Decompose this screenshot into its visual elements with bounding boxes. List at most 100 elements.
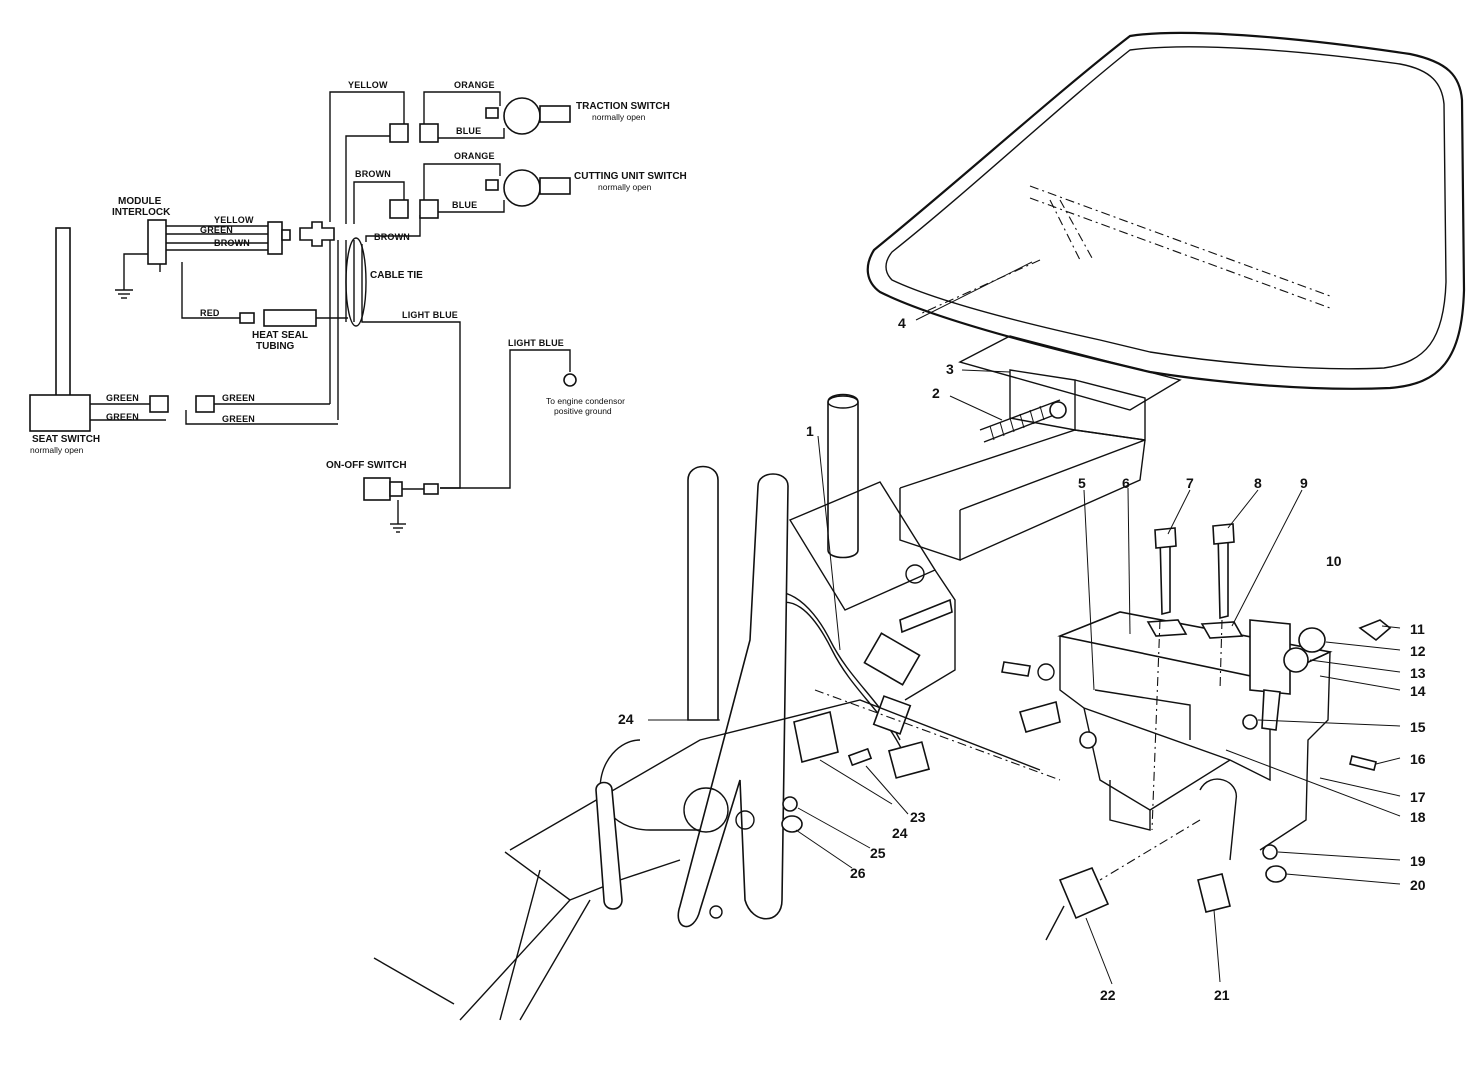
callout-2: 2 <box>932 385 940 401</box>
wire-module-green-label: GREEN <box>200 225 233 235</box>
callout-20: 20 <box>1410 877 1426 893</box>
callout-8: 8 <box>1254 475 1262 491</box>
callout-10: 10 <box>1326 553 1342 569</box>
seat-connector-a <box>149 395 169 413</box>
control-housing-top <box>788 481 937 611</box>
wire-yellow-label: YELLOW <box>348 80 388 90</box>
lever-arm-left <box>687 465 719 721</box>
ground-symbol <box>115 289 133 299</box>
brown-wire <box>353 181 405 224</box>
module-interlock-label-2: INTERLOCK <box>112 207 171 218</box>
engine-condensor-label-2: positive ground <box>554 406 612 416</box>
seat <box>866 31 1466 390</box>
traction-connector-b <box>419 123 439 143</box>
callout-1: 1 <box>806 423 814 439</box>
module-interlock-box <box>147 219 167 265</box>
wire-orange-label-2: ORANGE <box>454 151 495 161</box>
wire-light-blue-label-2: LIGHT BLUE <box>508 338 564 348</box>
traction-switch-sub: normally open <box>592 112 646 122</box>
callout-21: 21 <box>1214 987 1230 1003</box>
wire-seat-green-label-2: GREEN <box>106 412 139 422</box>
callout-9: 9 <box>1300 475 1308 491</box>
wire-orange-label-1: ORANGE <box>454 80 495 90</box>
red-wire <box>181 262 240 319</box>
seat-switch-label: SEAT SWITCH <box>32 434 100 445</box>
callout-leaders <box>648 261 1401 985</box>
wire-seat-green-label-4: GREEN <box>222 414 255 424</box>
on-off-switch-22 <box>1058 866 1110 920</box>
callout-4: 4 <box>898 315 906 331</box>
callout-17: 17 <box>1410 789 1426 805</box>
callout-24-a: 24 <box>618 711 634 727</box>
callout-5: 5 <box>1078 475 1086 491</box>
module-connector <box>267 221 283 255</box>
cutting-connector-b <box>419 199 439 219</box>
wire-module-brown-label: BROWN <box>214 238 250 248</box>
heat-seal-label-2: TUBING <box>256 341 295 352</box>
callout-3: 3 <box>946 361 954 377</box>
vertical-tube <box>827 393 859 559</box>
engine-condensor-terminal <box>563 373 577 387</box>
seat-switch-stem <box>55 227 71 397</box>
screw-15 <box>1242 714 1258 730</box>
ground-symbol-switch <box>390 523 406 533</box>
callout-23: 23 <box>910 809 926 825</box>
frame-beam <box>899 429 1146 511</box>
traction-switch-label: TRACTION SWITCH <box>576 101 670 112</box>
cable-21 <box>1199 778 1237 861</box>
exploded-assembly <box>373 31 1466 1021</box>
wire-brown-label-2: BROWN <box>374 232 410 242</box>
wire-brown-label-1: BROWN <box>355 169 391 179</box>
module-interlock-label-1: MODULE <box>118 196 162 207</box>
callout-14: 14 <box>1410 683 1426 699</box>
seat-switch-body <box>29 394 91 432</box>
lock-washer-19 <box>1262 844 1278 860</box>
throttle-lever <box>1249 619 1291 695</box>
knob-12 <box>1298 627 1326 653</box>
nut-13 <box>1283 647 1309 673</box>
callout-24-b: 24 <box>892 825 908 841</box>
harness-connector-c <box>887 741 931 779</box>
cutting-unit-switch <box>503 169 541 207</box>
screw-23 <box>847 747 873 767</box>
yellow-wire <box>329 91 405 222</box>
cutting-unit-switch-label: CUTTING UNIT SWITCH <box>574 171 687 182</box>
callout-19: 19 <box>1410 853 1426 869</box>
callout-12: 12 <box>1410 643 1426 659</box>
wiring-schematic: MODULE INTERLOCK YELLOW ORANGE BLUE BROW… <box>29 80 687 533</box>
callout-13: 13 <box>1410 665 1426 681</box>
heat-seal-tubing <box>263 309 317 327</box>
harness-connector-b <box>872 695 912 735</box>
cable-tie-label: CABLE TIE <box>370 270 423 281</box>
wire-red-label: RED <box>200 308 220 318</box>
seat-connector-b <box>195 395 215 413</box>
engine-condensor-label-1: To engine condensor <box>546 396 625 406</box>
seat-mount-plate <box>958 335 1182 411</box>
lock-washer-25 <box>782 796 798 812</box>
callout-16: 16 <box>1410 751 1426 767</box>
seat-switch-sub: normally open <box>30 445 84 455</box>
callout-6: 6 <box>1122 475 1130 491</box>
wire-module-yellow-label: YELLOW <box>214 215 254 225</box>
on-off-switch <box>363 477 391 501</box>
callout-numbers: 1 2 3 4 5 6 7 8 9 10 11 12 13 14 15 16 1… <box>618 315 1426 1003</box>
module-ground-wire <box>123 253 148 290</box>
wire-light-blue-label-1: LIGHT BLUE <box>402 310 458 320</box>
nut-20 <box>1265 865 1287 883</box>
plus-connector <box>299 221 335 247</box>
cable-tie <box>345 237 367 327</box>
callout-11: 11 <box>1410 621 1425 637</box>
wire-blue-label-1: BLUE <box>456 126 481 136</box>
callout-25: 25 <box>870 845 886 861</box>
callout-18: 18 <box>1410 809 1426 825</box>
cutting-connector-a <box>389 199 409 219</box>
bracket <box>793 710 839 764</box>
screw-16 <box>1349 755 1377 771</box>
wire-seat-green-label-3: GREEN <box>222 393 255 403</box>
traction-switch <box>503 97 541 135</box>
callout-15: 15 <box>1410 719 1426 735</box>
wire-seat-green-label-1: GREEN <box>106 393 139 403</box>
harness-connector-a <box>863 632 921 686</box>
